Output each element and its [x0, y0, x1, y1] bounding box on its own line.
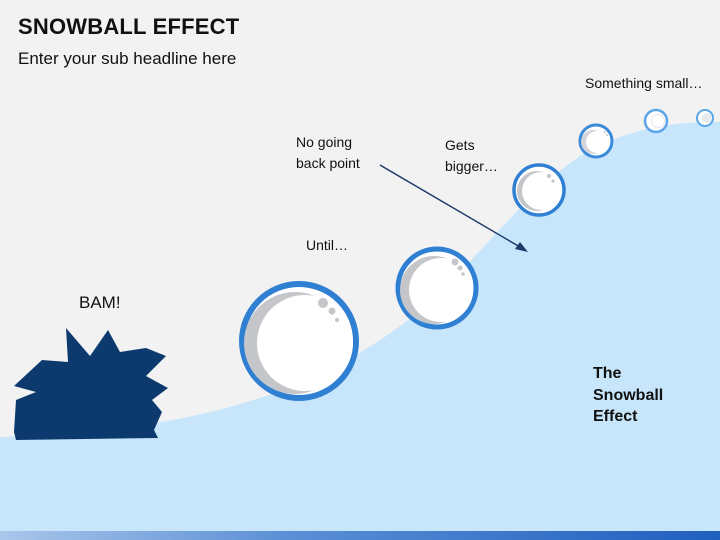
snowball-medium	[512, 163, 566, 217]
label-bam: BAM!	[79, 293, 121, 312]
label-something-small: Something small…	[585, 75, 703, 91]
snowball-largest	[239, 281, 359, 401]
label-until: Until…	[306, 237, 349, 253]
label-gets-bigger-line1: Gets	[445, 137, 475, 153]
no-going-back-arrow	[379, 164, 521, 248]
page-title: SNOWBALL EFFECT	[18, 14, 240, 39]
snowball-large	[395, 246, 479, 330]
bottom-accent-bar	[0, 531, 720, 540]
label-effect-line3: Effect	[593, 408, 638, 425]
label-the-snowball-effect: The Snowball Effect	[593, 363, 663, 428]
label-no-going-back: No going back point	[296, 132, 360, 174]
snowball-tiny	[696, 109, 714, 127]
snow-hill	[0, 122, 720, 540]
label-gets-bigger-line2: bigger…	[445, 158, 498, 174]
sub-headline: Enter your sub headline here	[18, 49, 237, 68]
label-effect-line2: Snowball	[593, 386, 664, 404]
label-no-going-back-line2: back point	[296, 155, 360, 171]
label-no-going-back-line1: No going	[296, 134, 353, 150]
arrowhead	[515, 242, 528, 252]
snowball-medium-small	[578, 123, 614, 159]
label-effect-line1: The	[593, 365, 622, 382]
bam-burst-shape	[14, 328, 168, 440]
snowball-small	[643, 108, 669, 134]
label-gets-bigger: Gets bigger…	[445, 135, 498, 177]
